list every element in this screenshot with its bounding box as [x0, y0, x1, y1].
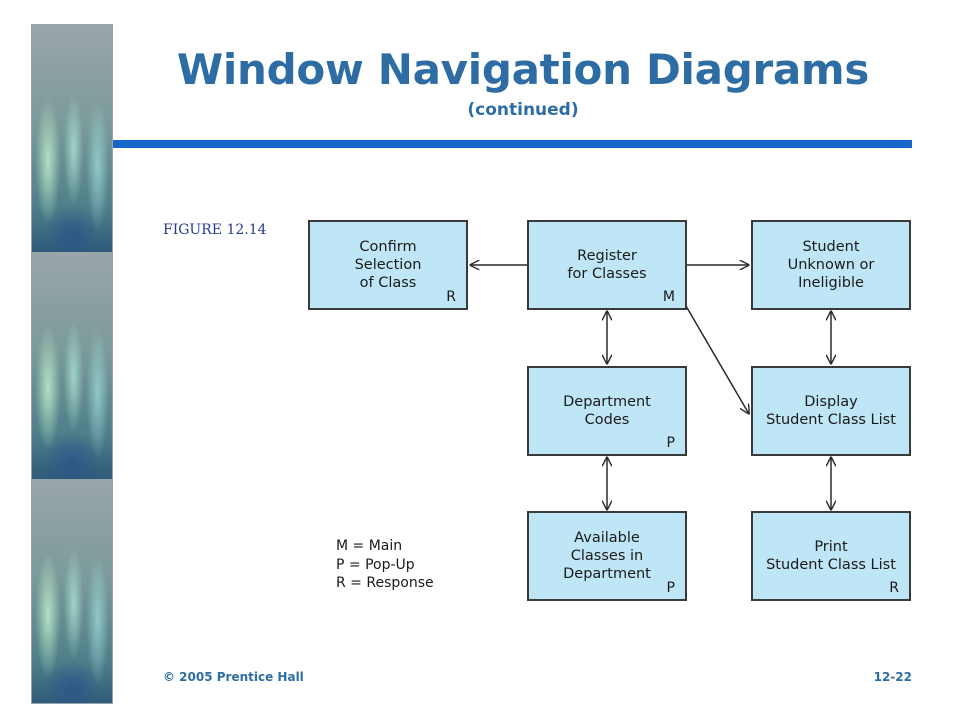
arrow-register-to-display [685, 305, 749, 414]
box-type-marker: P [666, 580, 675, 596]
flame-image-bottom [32, 479, 112, 703]
footer-copyright: © 2005 Prentice Hall [163, 670, 304, 684]
box-label: Confirm Selection of Class [354, 239, 422, 291]
legend-item-response: R = Response [336, 575, 434, 591]
slide-subtitle: (continued) [467, 100, 579, 120]
box-label: Print Student Class List [766, 539, 896, 573]
legend-item-popup: P = Pop-Up [336, 556, 415, 573]
box-department-codes: Department Codes P [527, 366, 687, 456]
legend-item-main: M = Main [336, 538, 403, 554]
box-type-marker: M [662, 289, 675, 305]
box-label: Register for Classes [567, 248, 647, 282]
box-available-classes: Available Classes in Department P [527, 511, 687, 601]
box-type-marker: R [446, 289, 456, 305]
box-student-unknown: Student Unknown or Ineligible [751, 220, 911, 310]
box-label: Student Unknown or Ineligible [787, 239, 875, 291]
box-confirm-selection: Confirm Selection of Class R [308, 220, 468, 310]
title-underline-rule [113, 140, 912, 148]
box-label: Department Codes [563, 394, 651, 428]
box-display-student-class-list: Display Student Class List [751, 366, 911, 456]
box-register-for-classes: Register for Classes M [527, 220, 687, 310]
flame-image-top [32, 25, 112, 252]
box-type-marker: P [666, 435, 675, 451]
box-print-student-class-list: Print Student Class List R [751, 511, 911, 601]
box-label: Display Student Class List [766, 394, 896, 428]
footer-slide-number: 12-22 [873, 670, 912, 684]
decorative-side-strip [31, 24, 113, 704]
slide-title: Window Navigation Diagrams [176, 45, 870, 94]
legend: M = Main P = Pop-Up R = Response [336, 537, 434, 593]
box-type-marker: R [889, 580, 899, 596]
figure-label: FIGURE 12.14 [163, 222, 267, 238]
flame-image-middle [32, 252, 112, 479]
box-label: Available Classes in Department [563, 530, 651, 582]
